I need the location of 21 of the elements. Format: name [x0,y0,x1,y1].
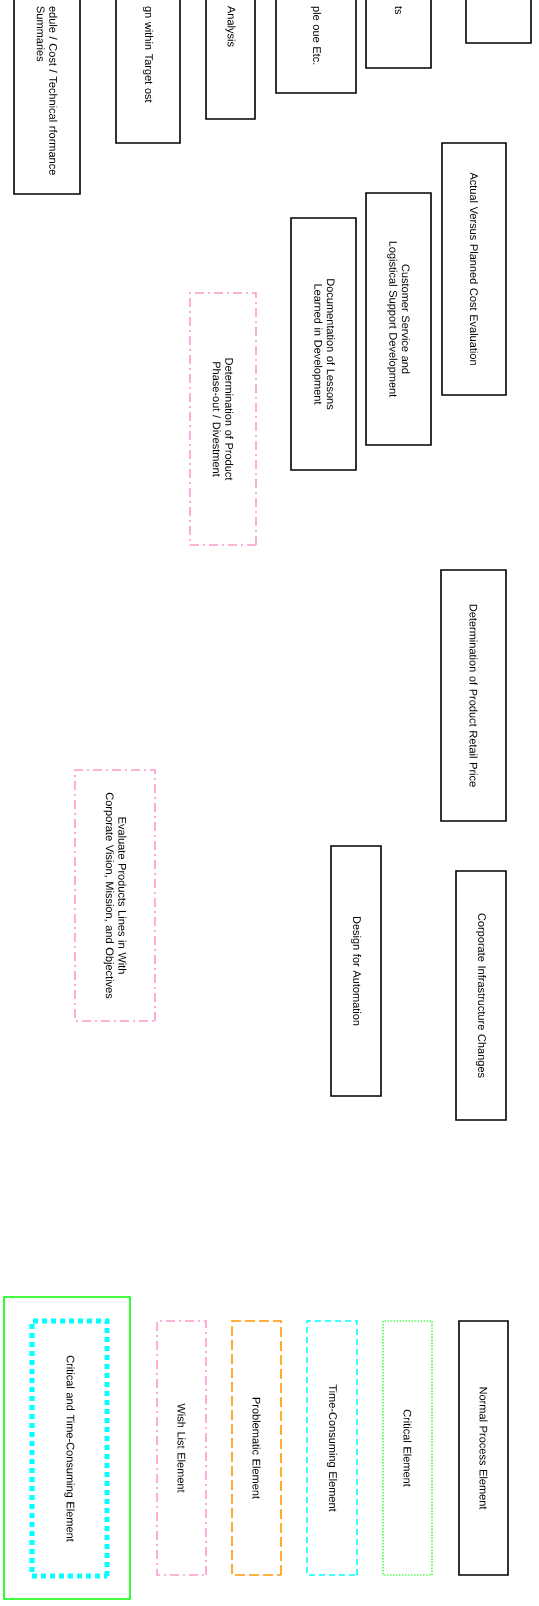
process-box: edule / Cost / Technical rformance Summaries [13,0,81,195]
process-box: Actual Versus Planned Cost Evaluation [441,142,507,396]
process-box: Problematic Element [231,1320,282,1576]
process-box: Analysis [205,0,256,120]
process-box: Evaluate Products Lines in With Corporate Vision, Mission, and Objectives [74,769,156,1022]
process-box: Documentation of Lessons Learned in Development [290,217,357,471]
process-box: Design for Automation [330,845,382,1097]
outline-box [465,0,532,44]
process-box: Determination of Product Retail Price [440,569,507,822]
process-box: Critical and Time-Consuming Element [29,1318,110,1579]
process-box: gn within Target ost [115,0,181,144]
outline-box [3,1296,131,1600]
process-box: Corporate Infrastructure Changes [455,870,507,1121]
process-box: Normal Process Element [458,1320,509,1576]
process-box: Determination of Product Phase-out / Divestment [189,292,257,546]
process-box: ple oue Etc. [275,0,357,94]
process-box: Customer Service and Logistical Support Development [365,192,432,446]
process-box: Time-Consuming Element [306,1320,358,1576]
process-box: ts [365,0,432,69]
process-box: Critical Element [382,1320,433,1576]
process-box: Wish List Element [156,1320,207,1576]
